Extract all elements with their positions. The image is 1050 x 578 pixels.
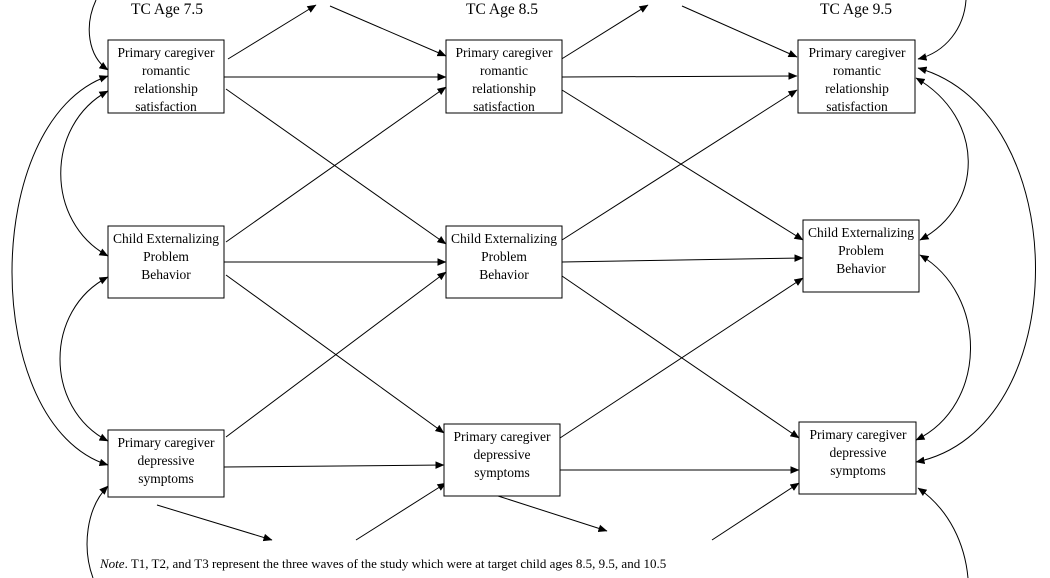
node-label-line: Behavior — [479, 267, 529, 282]
path-ext-t2-to-dep-t3 — [561, 275, 800, 439]
header-t2: TC Age 8.5 — [466, 1, 538, 18]
node-ext-t1: Child Externalizing Problem Behavior — [107, 225, 225, 299]
node-dep-t1: Primary caregiver depressive symptoms — [107, 429, 225, 498]
node-label-line: Behavior — [836, 261, 886, 276]
node-label-line: relationship — [472, 81, 536, 96]
node-ext-t2: Child Externalizing Problem Behavior — [445, 225, 563, 299]
path-dep-t1-to-rel-t2-upper — [329, 5, 447, 57]
node-label-line: satisfaction — [135, 99, 197, 114]
node-label-line: romantic — [480, 63, 528, 78]
node-label-line: Child Externalizing — [113, 231, 219, 246]
path-residual-rel-t1 — [88, 0, 109, 71]
node-label-line: Child Externalizing — [451, 231, 557, 246]
node-label-line: Primary caregiver — [117, 435, 215, 450]
path-rel-t2-to-dep-t3-upper — [559, 4, 649, 61]
node-label-line: Problem — [838, 243, 884, 258]
node-label-line: symptoms — [474, 465, 530, 480]
node-label-line: Behavior — [141, 267, 191, 282]
node-label-line: Problem — [143, 249, 189, 264]
node-label-line: depressive — [138, 453, 195, 468]
node-label-line: Primary caregiver — [808, 45, 906, 60]
cov-rel-t1-ext-t1 — [60, 90, 109, 257]
cov-ext-t3-dep-t3 — [915, 254, 971, 441]
path-ext-t1-to-dep-t2 — [225, 274, 445, 434]
path-ext-t2-to-ext-t3 — [561, 254, 804, 263]
path-rel-t1-to-dep-t2-upper — [227, 4, 317, 60]
node-label-line: Primary caregiver — [453, 429, 551, 444]
path-ext-t2-to-rel-t3 — [561, 89, 798, 241]
path-rel-t1-to-dep-t2-lower — [355, 482, 447, 541]
footnote: Note. T1, T2, and T3 represent the three… — [99, 556, 666, 571]
path-residual-dep-t3 — [917, 487, 969, 578]
footnote-text: . T1, T2, and T3 represent the three wav… — [125, 556, 667, 571]
path-rel-t1-to-ext-t2 — [225, 88, 447, 245]
path-residual-dep-t1 — [86, 485, 109, 578]
path-rel-t2-to-rel-t3 — [561, 72, 798, 80]
node-rel-t3: Primary caregiver romantic relationship … — [797, 39, 916, 114]
node-label-line: satisfaction — [826, 99, 888, 114]
path-residual-rel-t3 — [917, 0, 967, 61]
node-ext-t3: Child Externalizing Problem Behavior — [802, 219, 920, 293]
header-t3: TC Age 9.5 — [820, 1, 892, 18]
path-rel-t2-to-ext-t3 — [561, 89, 804, 241]
node-label-line: romantic — [142, 63, 190, 78]
node-label-line: Child Externalizing — [808, 225, 914, 240]
path-dep-t1-to-ext-t2 — [225, 271, 447, 438]
node-label-line: symptoms — [830, 463, 886, 478]
cov-ext-t1-dep-t1 — [59, 276, 109, 442]
cov-rel-t3-ext-t3 — [915, 77, 969, 241]
node-label-line: relationship — [825, 81, 889, 96]
node-dep-t3: Primary caregiver depressive symptoms — [798, 421, 917, 495]
path-ext-t1-to-rel-t2 — [225, 86, 447, 243]
node-label-line: relationship — [134, 81, 198, 96]
node-label-line: romantic — [833, 63, 881, 78]
node-label-line: depressive — [830, 445, 887, 460]
edge-group — [11, 0, 1036, 578]
path-rel-t2-to-dep-t3-lower — [711, 482, 800, 541]
node-label-line: symptoms — [138, 471, 194, 486]
node-label-line: Primary caregiver — [455, 45, 553, 60]
node-dep-t2: Primary caregiver depressive symptoms — [443, 423, 561, 497]
node-rel-t2: Primary caregiver romantic relationship … — [445, 39, 563, 114]
node-label-line: satisfaction — [473, 99, 535, 114]
path-dep-t2-to-rel-t3-upper — [681, 5, 798, 58]
node-label-line: Primary caregiver — [809, 427, 907, 442]
node-rel-t1: Primary caregiver romantic relationship … — [107, 39, 225, 114]
footnote-label: Note — [99, 556, 125, 571]
header-t1: TC Age 7.5 — [131, 1, 203, 18]
cov-rel-t3-dep-t3 — [915, 66, 1036, 465]
path-dep-t2-to-rel-t3-lower — [497, 495, 608, 532]
node-label-line: Primary caregiver — [117, 45, 215, 60]
cov-rel-t1-dep-t1 — [11, 75, 109, 467]
path-dep-t2-to-ext-t3 — [559, 277, 804, 439]
path-dep-t1-to-dep-t2 — [223, 461, 445, 469]
path-dep-t1-to-rel-t2-lower — [156, 504, 273, 542]
node-label-line: Problem — [481, 249, 527, 264]
node-label-line: depressive — [474, 447, 531, 462]
